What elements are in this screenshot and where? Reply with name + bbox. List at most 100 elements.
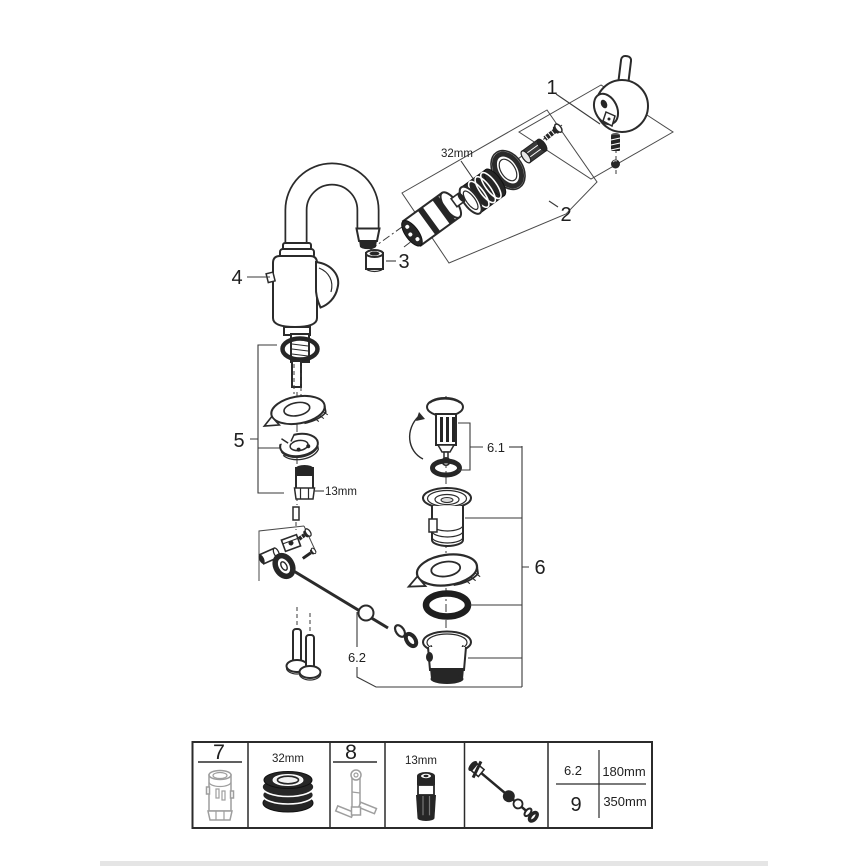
cartridge-assembly: 32mm [369, 123, 563, 251]
waste-assembly: 6.1 6 [403, 396, 546, 687]
rod-ball [357, 604, 375, 622]
table-label-13mm: 13mm [405, 755, 437, 767]
waste-o-ring [422, 590, 472, 620]
fastening-set: 5 13mm [233, 344, 357, 530]
mousseur: 3 [365, 249, 410, 273]
callout-1-leader [555, 93, 601, 125]
callout-2-leader [548, 200, 559, 208]
callout-6: 6 [534, 557, 545, 579]
cartridge-dim-label: 32mm [441, 148, 473, 160]
parts-table: 7 32mm 8 [191, 740, 653, 829]
mousseur-top-ring [369, 251, 380, 256]
rotation-arrow [409, 415, 424, 460]
mounting-bolt-1 [285, 607, 309, 675]
nut-hex-facets [299, 488, 310, 499]
popup-rod-assembly: 6.2 [258, 525, 522, 688]
waste-tailpiece [422, 630, 472, 684]
body-left-tab [265, 271, 276, 284]
plug-taper [436, 444, 456, 453]
callout-5-bracket [250, 344, 284, 494]
spout-fill [286, 164, 378, 256]
callout-3: 3 [398, 251, 409, 273]
table-label-8: 8 [345, 740, 357, 764]
callout-62-bracket [356, 612, 522, 688]
table-label-32mm: 32mm [272, 753, 304, 765]
cartridge-group-box [401, 109, 598, 264]
bolt-2-flange [298, 665, 322, 679]
callout-4: 4 [231, 267, 242, 289]
callout-62: 6.2 [348, 650, 366, 665]
tailpiece-side-hole [426, 652, 433, 662]
spout-tip-end [360, 243, 376, 250]
table-dividers [247, 742, 549, 828]
size-grid: 6.2 180mm 9 350mm [556, 750, 647, 818]
body-side-wing-inner [318, 267, 333, 293]
socket-thumb [416, 772, 436, 821]
nut-dim-label: 13mm [325, 486, 357, 498]
ring-nut-thumb [261, 771, 315, 813]
flange-hole [440, 497, 454, 503]
group-callout-boxes: 1 2 [401, 77, 674, 264]
size-len-180: 180mm [602, 764, 645, 779]
horseshoe-washer [276, 431, 319, 461]
plug-seal-ring [430, 458, 462, 478]
base-o-ring [280, 336, 320, 362]
wrench-thumb [334, 769, 378, 819]
callout-1: 1 [546, 77, 557, 99]
footer-divider [100, 861, 768, 866]
handle-hole [600, 99, 608, 109]
adapter-nut [520, 138, 548, 164]
tailpiece-body [427, 646, 467, 671]
handle-insert-dot [607, 117, 611, 121]
drain-flange [422, 487, 472, 547]
plug-slot-2 [446, 417, 449, 442]
callout-61: 6.1 [487, 440, 505, 455]
cartridge-thumb [205, 769, 235, 821]
mousseur-bottom [365, 267, 384, 273]
body-cylinder [272, 255, 318, 329]
table-label-7: 7 [213, 740, 225, 764]
flange-funnel [434, 493, 460, 506]
body-side-wing [314, 260, 340, 309]
rotation-arrowhead [416, 412, 425, 421]
size-len-350: 350mm [603, 794, 646, 809]
cartridge-ring-nut [458, 168, 507, 215]
size-ref-62: 6.2 [564, 763, 582, 778]
callout-61-bracket [458, 422, 483, 471]
cartridge-dim-leader [460, 160, 475, 181]
plug-slot-1 [440, 417, 443, 442]
fastening-nut [293, 465, 316, 500]
size-ref-9: 9 [570, 794, 581, 816]
cartridge-screw [543, 123, 563, 141]
body-tailpiece [291, 360, 302, 388]
popup-rod [291, 568, 389, 630]
flange-slot [428, 518, 438, 533]
cartridge [401, 191, 466, 247]
cap-plug-highlight [612, 160, 618, 163]
callout-6-bracket [465, 446, 529, 687]
rod-thumb [468, 760, 539, 823]
plug-cap-inner [429, 398, 461, 404]
tailpiece-bottom [430, 674, 464, 684]
handle-assembly [592, 55, 649, 176]
grub-screw-threads [610, 137, 621, 151]
plug-slot-3 [452, 417, 455, 442]
rod-ring-1 [393, 624, 407, 638]
nut-top [296, 465, 313, 471]
handle-group-box [518, 84, 674, 180]
nut-hex [293, 487, 316, 500]
mounting-bolt-2 [298, 613, 322, 681]
callout-2: 2 [560, 204, 571, 226]
callout-5: 5 [233, 430, 244, 452]
waste-wedge-gasket [403, 549, 483, 594]
rod-ring-2 [403, 631, 419, 649]
popup-plug [426, 397, 464, 467]
pivot-seat [272, 552, 296, 580]
mounting-wedge [259, 390, 330, 433]
nut-top-band [296, 468, 313, 476]
rod-clamp [280, 533, 302, 553]
faucet-body: 4 [231, 162, 381, 396]
rod-screw-2 [301, 547, 317, 560]
